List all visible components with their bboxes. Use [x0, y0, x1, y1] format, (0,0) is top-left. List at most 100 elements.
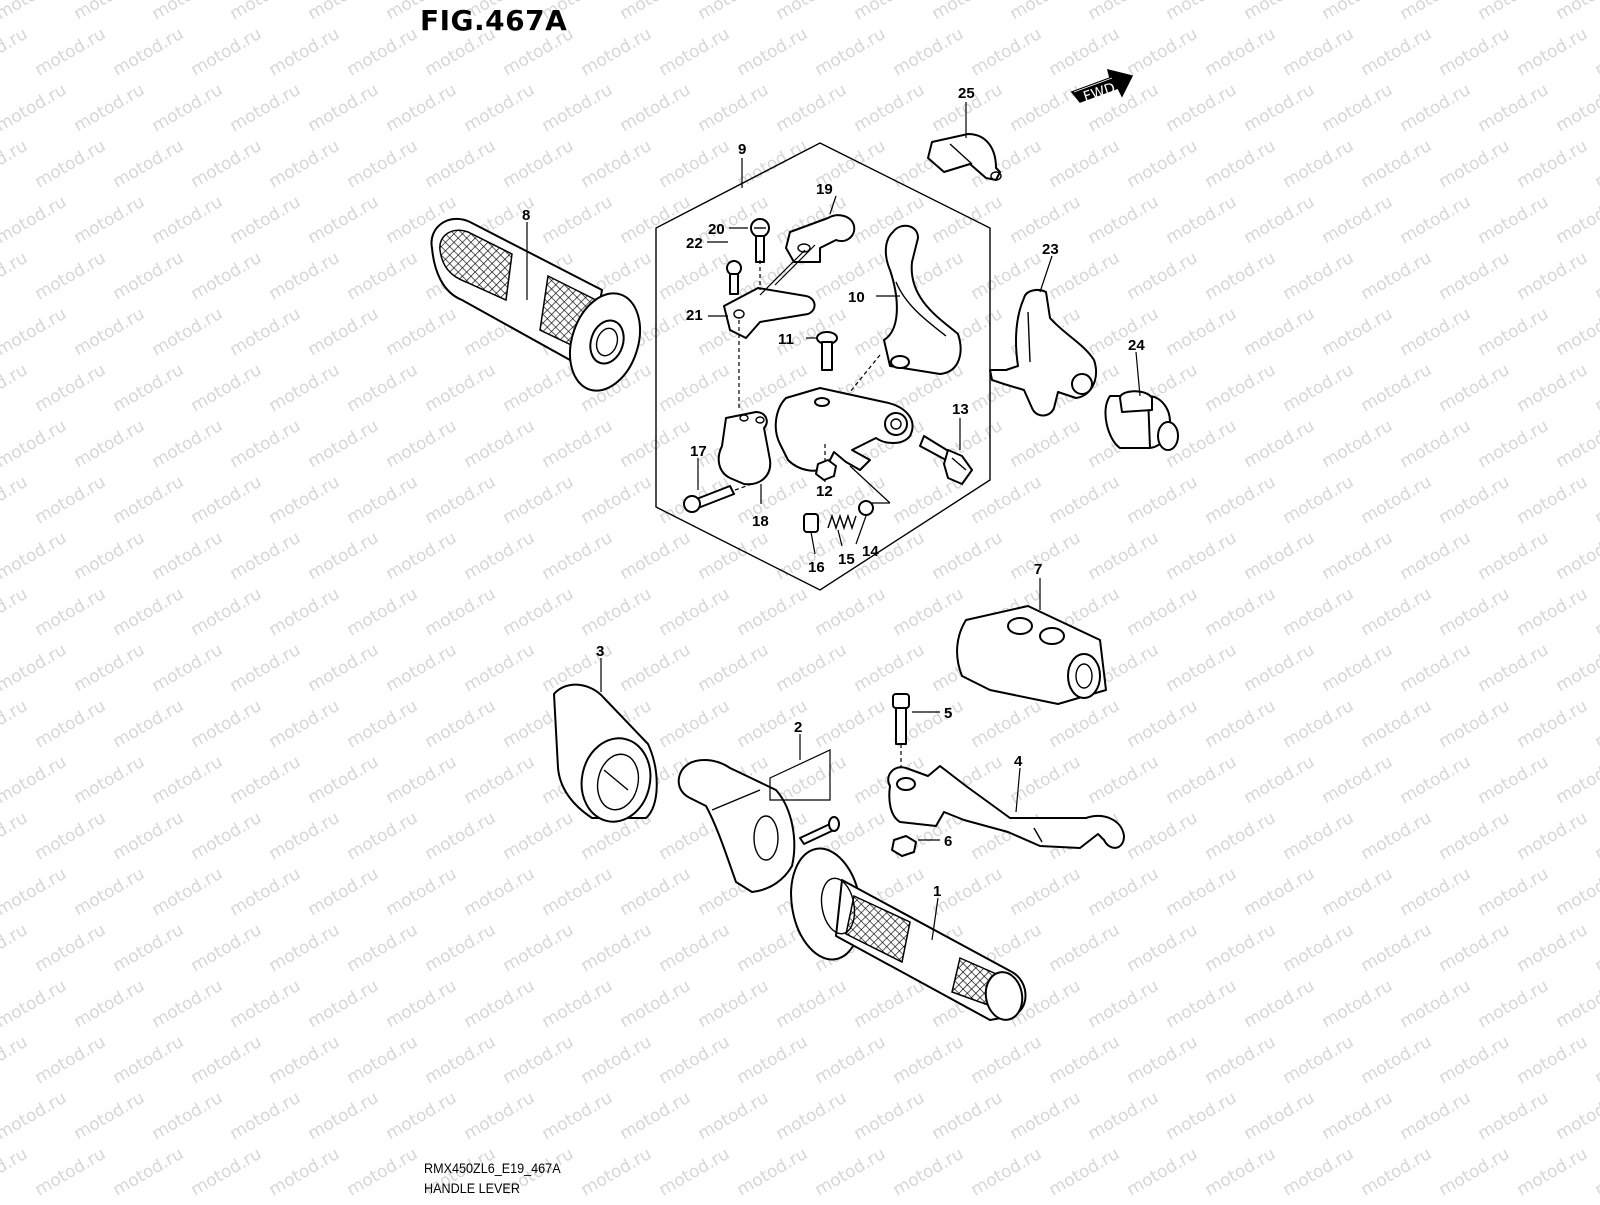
watermark-text: motod.ru: [461, 416, 539, 472]
watermark-text: motod.ru: [383, 752, 461, 808]
watermark-text: motod.ru: [500, 808, 578, 864]
watermark-text: motod.ru: [188, 136, 266, 192]
watermark-text: motod.ru: [968, 24, 1046, 80]
watermark-text: motod.ru: [110, 1144, 188, 1200]
watermark-text: motod.ru: [695, 0, 773, 24]
watermark-text: motod.ru: [578, 1032, 656, 1088]
watermark-text: motod.ru: [578, 584, 656, 640]
watermark-text: motod.ru: [305, 640, 383, 696]
figure-code: RMX450ZL6_E19_467A: [424, 1160, 561, 1176]
watermark-text: motod.ru: [617, 0, 695, 24]
watermark-text: motod.ru: [383, 864, 461, 920]
watermark-text: motod.ru: [890, 24, 968, 80]
callout-23: 23: [1042, 241, 1059, 258]
watermark-text: motod.ru: [1553, 752, 1600, 808]
watermark-text: motod.ru: [1163, 0, 1241, 24]
watermark-text: motod.ru: [1592, 696, 1600, 752]
watermark-text: motod.ru: [1319, 640, 1397, 696]
watermark-text: motod.ru: [1436, 136, 1514, 192]
watermark-text: motod.ru: [422, 472, 500, 528]
watermark-text: motod.ru: [1124, 24, 1202, 80]
watermark-text: motod.ru: [1436, 920, 1514, 976]
watermark-text: motod.ru: [305, 0, 383, 24]
watermark-text: motod.ru: [851, 80, 929, 136]
watermark-text: motod.ru: [149, 0, 227, 24]
watermark-text: motod.ru: [968, 696, 1046, 752]
watermark-text: motod.ru: [968, 1144, 1046, 1200]
callout-18: 18: [752, 513, 769, 530]
watermark-text: motod.ru: [1241, 1088, 1319, 1144]
watermark-text: motod.ru: [617, 80, 695, 136]
watermark-text: motod.ru: [227, 976, 305, 1032]
watermark-text: motod.ru: [0, 1088, 70, 1144]
watermark-text: motod.ru: [227, 528, 305, 584]
watermark-text: motod.ru: [1553, 416, 1600, 472]
watermark-text: motod.ru: [1241, 0, 1319, 24]
watermark-text: motod.ru: [1046, 136, 1124, 192]
watermark-text: motod.ru: [188, 1032, 266, 1088]
watermark-text: motod.ru: [500, 1032, 578, 1088]
callout-17: 17: [690, 443, 707, 460]
watermark-text: motod.ru: [0, 920, 31, 976]
callout-16: 16: [808, 559, 825, 576]
watermark-text: motod.ru: [1475, 304, 1553, 360]
watermark-text: motod.ru: [539, 192, 617, 248]
watermark-text: motod.ru: [539, 416, 617, 472]
watermark-text: motod.ru: [578, 472, 656, 528]
watermark-text: motod.ru: [0, 416, 70, 472]
watermark-text: motod.ru: [1202, 1144, 1280, 1200]
watermark-text: motod.ru: [1085, 0, 1163, 24]
watermark-text: motod.ru: [188, 472, 266, 528]
watermark-text: motod.ru: [500, 584, 578, 640]
watermark-text: motod.ru: [422, 920, 500, 976]
watermark-text: motod.ru: [1436, 472, 1514, 528]
watermark-text: motod.ru: [1124, 808, 1202, 864]
watermark-text: motod.ru: [890, 584, 968, 640]
watermark-text: motod.ru: [1397, 640, 1475, 696]
watermark-text: motod.ru: [188, 24, 266, 80]
watermark-text: motod.ru: [851, 976, 929, 1032]
watermark-text: motod.ru: [344, 1032, 422, 1088]
watermark-text: motod.ru: [812, 1032, 890, 1088]
watermark-text: motod.ru: [32, 808, 110, 864]
watermark-text: motod.ru: [656, 248, 734, 304]
watermark-text: motod.ru: [1163, 976, 1241, 1032]
watermark-text: motod.ru: [71, 640, 149, 696]
watermark-text: motod.ru: [539, 976, 617, 1032]
watermark-text: motod.ru: [1514, 920, 1592, 976]
watermark-text: motod.ru: [266, 920, 344, 976]
watermark-text: motod.ru: [695, 528, 773, 584]
watermark-text: motod.ru: [1007, 80, 1085, 136]
watermark-text: motod.ru: [344, 808, 422, 864]
part-5-bolt: [893, 694, 909, 744]
watermark-text: motod.ru: [32, 24, 110, 80]
watermark-text: motod.ru: [149, 1088, 227, 1144]
watermark-text: motod.ru: [1163, 80, 1241, 136]
callout-6: 6: [944, 833, 952, 850]
watermark-text: motod.ru: [539, 528, 617, 584]
watermark-text: motod.ru: [656, 696, 734, 752]
watermark-text: motod.ru: [0, 0, 70, 24]
watermark-text: motod.ru: [1163, 752, 1241, 808]
watermark-text: motod.ru: [110, 472, 188, 528]
watermark-text: motod.ru: [578, 1144, 656, 1200]
watermark-text: motod.ru: [1436, 696, 1514, 752]
watermark-text: motod.ru: [539, 80, 617, 136]
watermark-text: motod.ru: [32, 1144, 110, 1200]
watermark-text: motod.ru: [656, 920, 734, 976]
watermark-text: motod.ru: [0, 640, 70, 696]
watermark-text: motod.ru: [1514, 136, 1592, 192]
watermark-text: motod.ru: [227, 0, 305, 24]
watermark-text: motod.ru: [71, 416, 149, 472]
watermark-text: motod.ru: [1592, 248, 1600, 304]
watermark-text: motod.ru: [1358, 584, 1436, 640]
watermark-text: motod.ru: [305, 976, 383, 1032]
watermark-text: motod.ru: [1553, 528, 1600, 584]
watermark-text: motod.ru: [422, 136, 500, 192]
watermark-text: motod.ru: [305, 80, 383, 136]
watermark-text: motod.ru: [1319, 528, 1397, 584]
watermark-text: motod.ru: [1241, 416, 1319, 472]
watermark-text: motod.ru: [227, 416, 305, 472]
watermark-text: motod.ru: [110, 808, 188, 864]
watermark-text: motod.ru: [695, 976, 773, 1032]
